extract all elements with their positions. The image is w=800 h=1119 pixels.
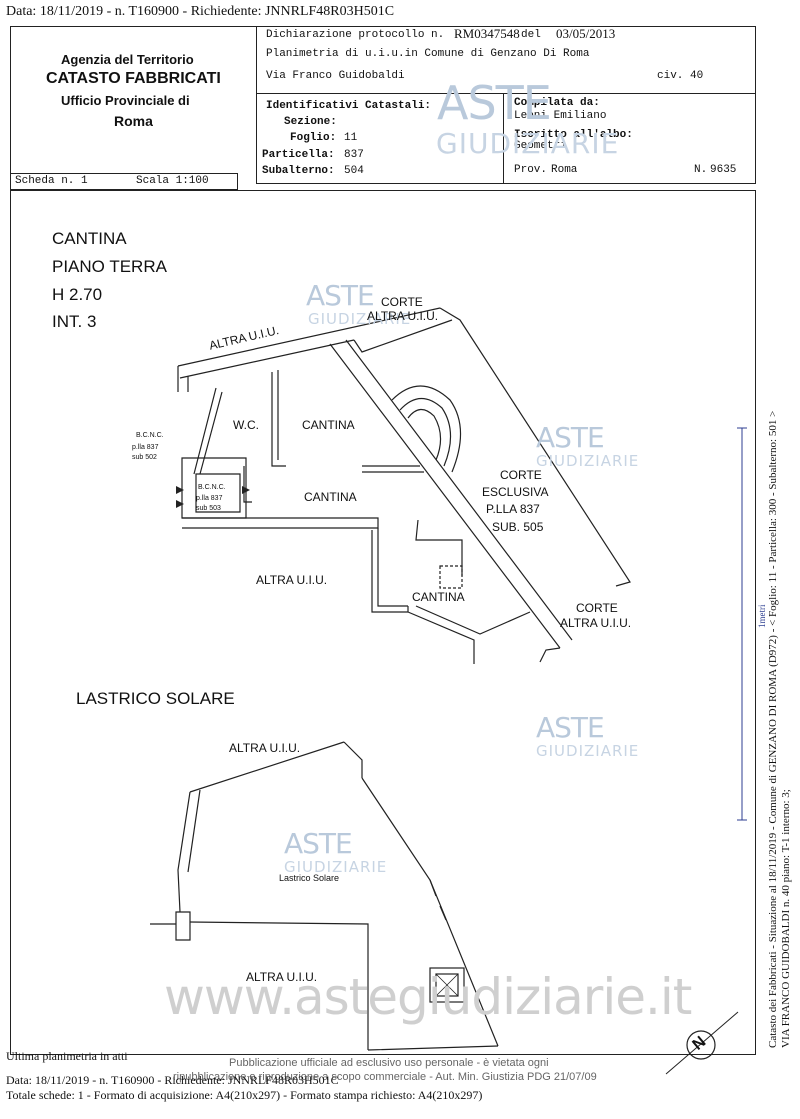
horizontal-wall xyxy=(182,517,379,529)
watermark-aste-4: ASTE xyxy=(536,711,605,744)
label-plla-2: p.lla 837 xyxy=(196,495,223,502)
subalterno-label: Subalterno: xyxy=(262,165,335,177)
protocol-number: RM0347548 xyxy=(454,26,520,41)
subalterno-value: 504 xyxy=(344,165,364,177)
top-wall xyxy=(177,307,441,379)
label-corte-esclusiva-2: ESCLUSIVA xyxy=(482,485,549,499)
label-corte-right: CORTE xyxy=(576,601,618,615)
title-height: H 2.70 xyxy=(52,285,103,304)
title-interno: INT. 3 xyxy=(52,312,97,331)
scheda-label: Scheda n. 1 xyxy=(15,175,88,187)
label-cantina-2: CANTINA xyxy=(304,490,357,504)
sezione-label: Sezione: xyxy=(284,116,337,128)
header-box-bottom xyxy=(256,94,756,184)
planimetria-line: Planimetria di u.i.u.in Comune di Genzan… xyxy=(266,48,590,60)
foglio-label: Foglio: xyxy=(290,132,337,144)
watermark-giudiziarie-5: GIUDIZIARIE xyxy=(284,858,388,876)
watermark-giudiziarie-4: GIUDIZIARIE xyxy=(536,742,640,760)
watermark-giudiziarie-2: GIUDIZIARIE xyxy=(308,310,412,328)
header-divider xyxy=(503,94,504,184)
stair-curves xyxy=(391,385,462,473)
foglio-value: 11 xyxy=(344,132,358,144)
top-request-line: Data: 18/11/2019 - n. T160900 - Richiede… xyxy=(6,4,395,19)
label-plla-1: p.lla 837 xyxy=(132,444,159,451)
label-cantina-3: CANTINA xyxy=(412,590,465,604)
office-line: Ufficio Provinciale di xyxy=(61,93,190,108)
footer-totale: Totale schede: 1 - Formato di acquisizio… xyxy=(6,1088,483,1102)
lower-cantina-wall xyxy=(407,605,531,664)
del-label: del xyxy=(521,29,541,41)
footer-ultima: Ultima planimetria in atti xyxy=(6,1049,128,1063)
protocol-date: 03/05/2013 xyxy=(556,26,616,41)
dichiarazione-label: Dichiarazione protocollo n. xyxy=(266,29,445,41)
label-corte-altra-top: ALTRA U.I.U. xyxy=(367,309,439,323)
catasto-title: CATASTO FABBRICATI xyxy=(46,70,221,87)
notice-line-1: Pubblicazione ufficiale ad esclusivo uso… xyxy=(229,1057,549,1069)
scale-line xyxy=(737,427,747,821)
label-altra-uiu-lower-1: ALTRA U.I.U. xyxy=(229,741,301,755)
label-corte-altra-right: ALTRA U.I.U. xyxy=(560,616,632,630)
wc-wall-left xyxy=(193,387,223,475)
side-text-address: VIA FRANCO GUIDOBALDI n. 40 piano: T-1 i… xyxy=(780,789,792,1048)
compilata-value: Leoni Emiliano xyxy=(514,110,607,122)
label-altra-uiu-mid: ALTRA U.I.U. xyxy=(256,573,328,587)
label-corte-esclusiva-4: SUB. 505 xyxy=(492,520,544,534)
label-lastrico-small: Lastrico Solare xyxy=(279,873,340,883)
scala-label: Scala 1:100 xyxy=(136,175,209,187)
agency-box xyxy=(10,26,256,174)
plan-frame xyxy=(10,190,756,1055)
notice-line-2: ripubblicazione o riproduzione a scopo c… xyxy=(173,1071,597,1083)
civ-label: civ. xyxy=(657,70,684,82)
prov-label: Prov. xyxy=(514,164,548,176)
scheda-box xyxy=(10,173,238,190)
n-value: 9635 xyxy=(710,164,737,176)
n-label: N. xyxy=(694,164,708,176)
label-cantina-1: CANTINA xyxy=(302,418,355,432)
label-sub503: sub 503 xyxy=(196,505,221,512)
watermark-aste-1: ASTE xyxy=(437,76,552,130)
title-cantina: CANTINA xyxy=(52,229,127,248)
particella-value: 837 xyxy=(344,149,364,161)
watermark-aste-5: ASTE xyxy=(284,827,353,860)
label-corte-top: CORTE xyxy=(381,295,423,309)
lastrico-top-wall xyxy=(189,741,363,793)
corte-boundary xyxy=(439,307,631,587)
office-city: Roma xyxy=(114,113,153,129)
identificativi-label: Identificativi Catastali: xyxy=(266,100,432,112)
particella-label: Particella: xyxy=(262,149,335,161)
watermark-giudiziarie-3: GIUDIZIARIE xyxy=(536,452,640,470)
side-text-situazione: Catasto dei Fabbricati - Situazione al 1… xyxy=(767,410,779,1048)
footer-data: Data: 18/11/2019 - n. T160900 - Richiede… xyxy=(6,1073,339,1087)
watermark-giudiziarie-1: GIUDIZIARIE xyxy=(436,127,620,160)
label-corte-esclusiva-3: P.LLA 837 xyxy=(486,502,540,516)
label-bcnc-1: B.C.N.C. xyxy=(136,432,164,439)
label-sub502: sub 502 xyxy=(132,454,157,461)
iscritto-value: Geometri xyxy=(514,140,567,152)
watermark-aste-3: ASTE xyxy=(536,421,605,454)
civ-number: 40 xyxy=(690,70,704,82)
title-piano: PIANO TERRA xyxy=(52,257,167,276)
compilata-label: Compilata da: xyxy=(514,97,600,109)
label-wc: W.C. xyxy=(233,418,259,432)
watermark-site: www.astegiudiziarie.it xyxy=(164,968,692,1026)
label-corte-esclusiva-1: CORTE xyxy=(500,468,542,482)
header-box-top xyxy=(256,26,756,94)
prov-value: Roma xyxy=(551,164,578,176)
watermark-aste-2: ASTE xyxy=(306,279,375,312)
address-line: Via Franco Guidobaldi xyxy=(266,70,405,82)
label-bcnc-2: B.C.N.C. xyxy=(198,484,226,491)
diagonal-wall xyxy=(329,339,573,649)
label-altra-uiu-lower-2: ALTRA U.I.U. xyxy=(246,970,318,984)
iscritto-label: Iscritto all'albo: xyxy=(514,129,633,141)
scale-label: 1metri xyxy=(757,604,767,629)
agency-name: Agenzia del Territorio xyxy=(61,52,194,67)
title-lastrico: LASTRICO SOLARE xyxy=(76,689,235,708)
